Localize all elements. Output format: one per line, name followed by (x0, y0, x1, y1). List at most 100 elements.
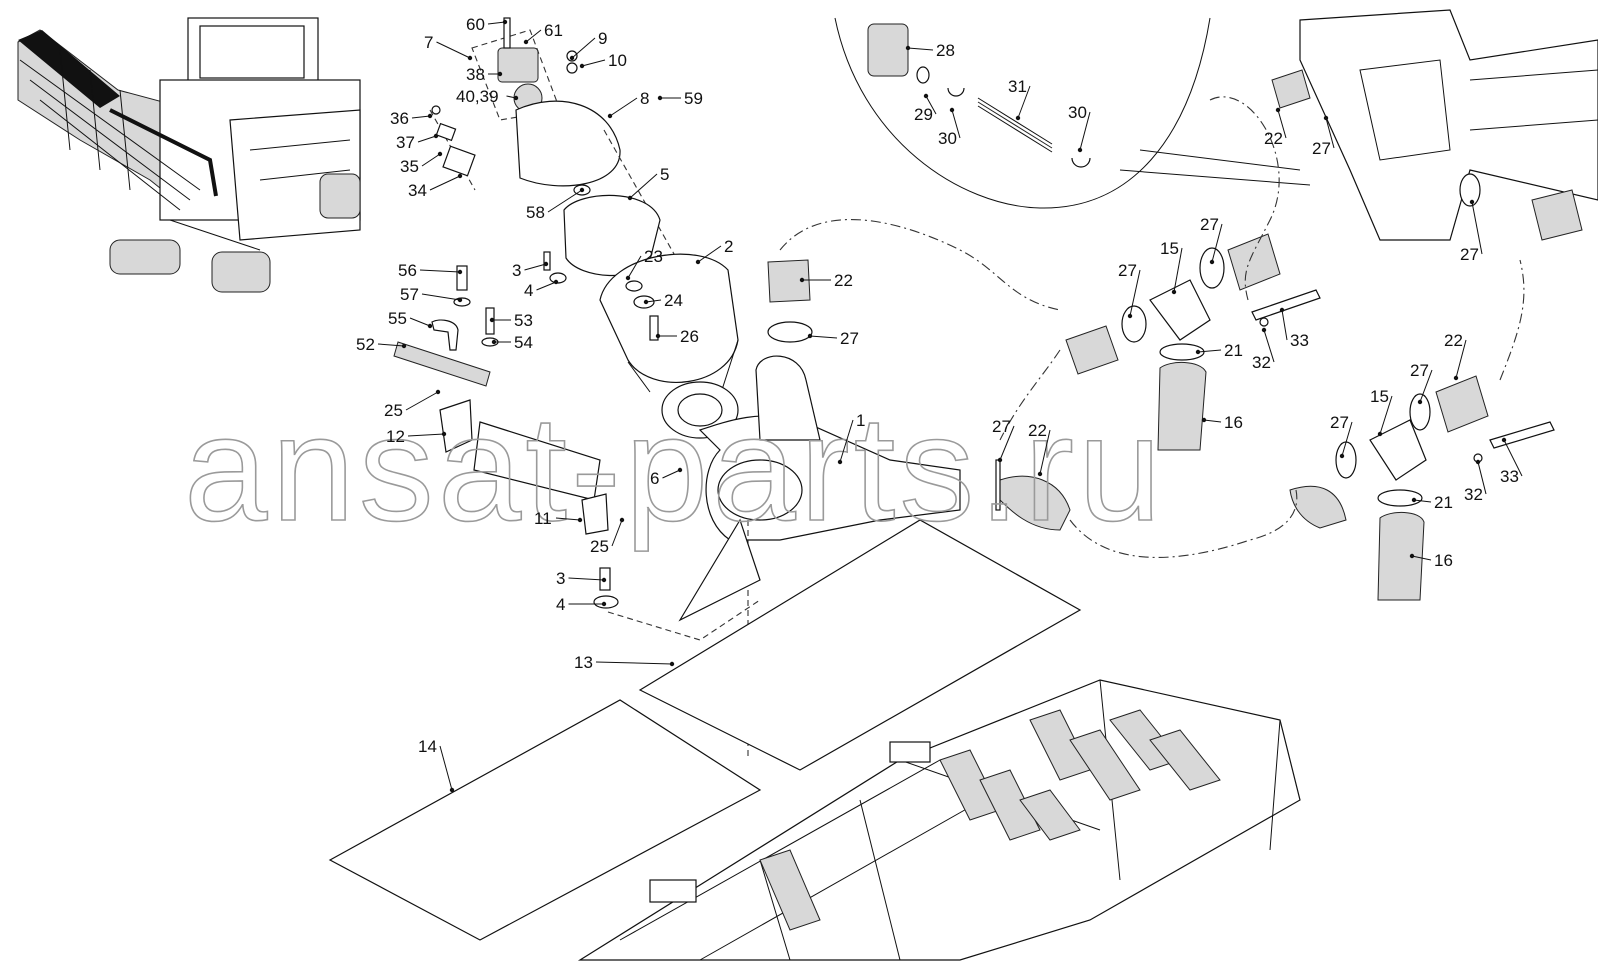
callout-dot (441, 431, 447, 437)
callout-c4b: 4 (556, 595, 607, 614)
callout-label: 34 (408, 181, 427, 200)
callout-dot (435, 389, 441, 395)
callout-c37: 37 (396, 133, 439, 152)
callout-dot (1127, 313, 1133, 319)
callout-label: 30 (1068, 103, 1087, 122)
callout-leader (417, 135, 437, 143)
machine-overview-illustration (17, 17, 361, 293)
spring-rollers (759, 709, 1221, 931)
callout-leader (629, 173, 658, 199)
callout-leader (571, 37, 596, 59)
callout-dot (523, 39, 529, 45)
callout-dot (502, 19, 508, 25)
callout-dot (401, 343, 407, 349)
callout-c32b: 32 (1464, 459, 1487, 504)
callout-c9: 9 (569, 29, 607, 61)
callout-leader (1197, 349, 1222, 353)
callout-c27d: 27 (1460, 199, 1483, 264)
callout-c22b: 22 (1028, 421, 1051, 477)
callout-c29: 29 (914, 93, 937, 124)
callout-c22c: 22 (1264, 107, 1287, 148)
callout-label: 16 (1224, 413, 1243, 432)
callout-dot (577, 517, 583, 523)
callout-label: 5 (660, 165, 669, 184)
callout-label: 11 (534, 509, 552, 528)
callout-c33b: 33 (1500, 437, 1523, 486)
callout-c15a: 15 (1160, 239, 1183, 295)
callout-dot (669, 661, 675, 667)
callout-c2: 2 (695, 237, 733, 265)
callout-leader (1039, 429, 1051, 475)
callout-label: 21 (1434, 493, 1453, 512)
bellows-22c (1271, 69, 1311, 109)
callout-leader (377, 343, 405, 347)
callout-label: 4 (524, 281, 533, 300)
hoses-and-fittings (767, 233, 1555, 601)
fan-housing-2 (599, 253, 739, 383)
callout-leader (525, 29, 542, 43)
callout-dot (625, 275, 631, 281)
callout-leader (524, 263, 547, 271)
callout-dot (607, 113, 613, 119)
callout-label: 57 (400, 285, 419, 304)
callout-dot (569, 55, 575, 61)
callout-label: 22 (1028, 421, 1047, 440)
callout-dot (643, 299, 649, 305)
plate-13 (638, 519, 1082, 771)
callout-leader (1411, 555, 1432, 561)
callout-label: 22 (1264, 129, 1283, 148)
callout-dot (627, 195, 633, 201)
callout-dot (489, 317, 495, 323)
callout-label: 27 (992, 417, 1011, 436)
callout-leader (809, 335, 838, 339)
callout-label: 3 (512, 261, 521, 280)
callout-label: 8 (640, 89, 649, 108)
callout-leader (439, 745, 453, 791)
callout-label: 35 (400, 157, 419, 176)
callout-leader (1471, 201, 1483, 255)
callout-c21b: 21 (1411, 493, 1453, 512)
callout-leader (405, 391, 439, 411)
callout-label: 27 (1330, 413, 1349, 432)
callout-label: 3 (556, 569, 565, 588)
callout-label: 27 (840, 329, 859, 348)
callout-leader (555, 517, 581, 521)
callout-dot (905, 45, 911, 51)
callout-leader (1281, 309, 1288, 341)
callout-label: 58 (526, 203, 545, 222)
callout-label: 1 (856, 411, 865, 430)
callout-c13: 13 (574, 653, 675, 672)
callout-c57: 57 (400, 285, 463, 304)
callout-c15b: 15 (1370, 387, 1393, 437)
bellows-clamp-28 (867, 23, 909, 77)
callout-leader (697, 245, 722, 263)
callout-label: 37 (396, 133, 415, 152)
callout-c22d: 22 (1444, 331, 1467, 381)
bellows-27c (1227, 233, 1281, 291)
callout-dot (467, 55, 473, 61)
shackle-30b (1071, 157, 1091, 168)
callout-dot (657, 95, 663, 101)
callout-dot (1453, 375, 1459, 381)
bellows-22d (1435, 375, 1489, 433)
callout-leader (1413, 499, 1432, 503)
callout-c23: 23 (625, 247, 663, 281)
callout-leader (662, 469, 681, 479)
callout-c11: 11 (534, 509, 583, 528)
callout-label: 27 (1312, 139, 1331, 158)
callout-label: 9 (598, 29, 607, 48)
bellows-22a (767, 259, 811, 303)
callout-label: 60 (466, 15, 485, 34)
chassis-frame (577, 679, 1301, 961)
callout-leader (407, 433, 445, 437)
callout-leader (581, 59, 606, 67)
clamp-27a (767, 321, 813, 343)
callout-leader (1503, 439, 1523, 477)
callout-dot (949, 107, 955, 113)
callout-c27h: 27 (1330, 413, 1353, 459)
callout-leader (907, 47, 934, 51)
callout-dot (1469, 199, 1475, 205)
rail-52 (393, 341, 491, 387)
callout-c16a: 16 (1201, 413, 1243, 432)
